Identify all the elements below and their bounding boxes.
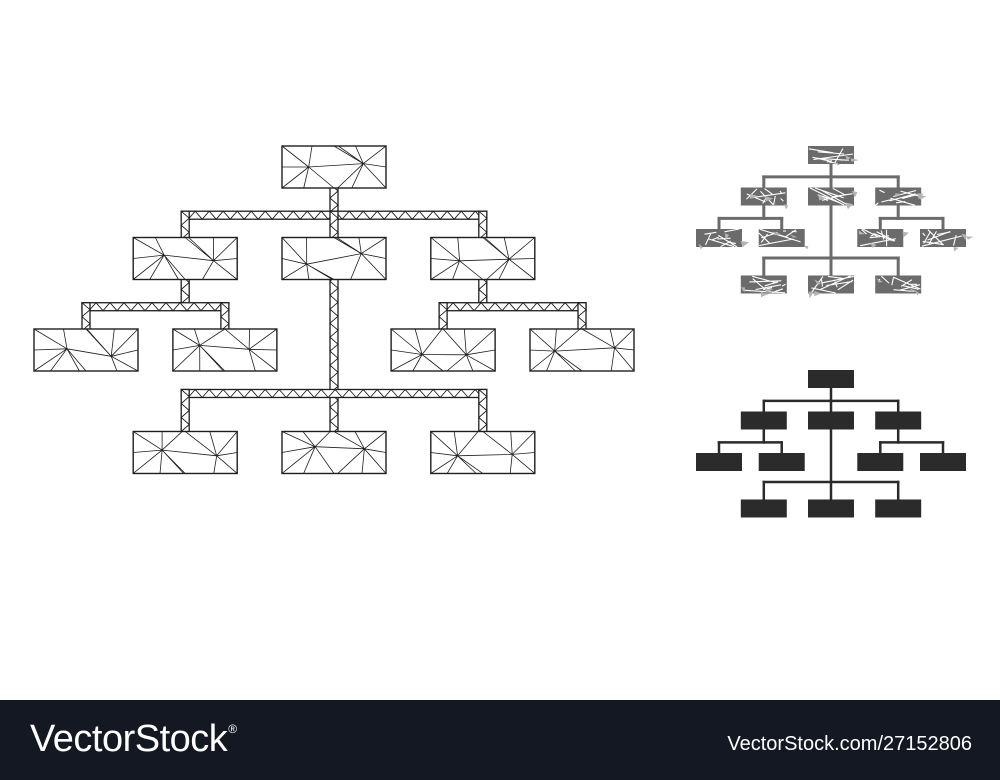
mosaic-shard (814, 279, 822, 286)
mosaic-shard (850, 158, 859, 162)
mosaic-crack (859, 228, 896, 247)
mesh-root-box (281, 145, 387, 189)
mosaic-crack (742, 275, 786, 294)
mesh-connector (180, 388, 190, 437)
solid-hierarchy-icon (696, 370, 966, 518)
mesh-level1-left-box (132, 236, 238, 281)
mosaic-crack (874, 189, 920, 206)
mosaic-crack (810, 275, 854, 294)
mosaic-shard (917, 193, 924, 200)
mosaic-shard (740, 240, 749, 248)
mosaic-shard (750, 193, 759, 199)
mosaic-shard (740, 287, 745, 293)
brand-logo: VectorStock® (30, 718, 237, 761)
mosaic-level2-a-box (696, 229, 742, 247)
mosaic-crack (878, 275, 921, 293)
illustration-canvas (33, 145, 974, 518)
mosaic-shard (870, 242, 877, 248)
mosaic-crack (808, 148, 854, 164)
mesh-connector (180, 388, 488, 399)
mosaic-shard (784, 204, 789, 210)
mesh-level2-b-box (172, 328, 278, 372)
mosaic-shard (961, 233, 967, 241)
mosaic-shard (698, 243, 703, 250)
mosaic-shard (764, 288, 774, 293)
solid-root-box (808, 370, 854, 388)
mosaic-shard (789, 234, 798, 238)
mesh-level2-c-box (390, 328, 496, 372)
mosaic-shard (845, 156, 851, 161)
mosaic-shard (760, 292, 770, 298)
brand-name: VectorStock (30, 718, 228, 760)
mosaic-shard (851, 190, 858, 198)
mosaic-shard (803, 245, 809, 250)
trademark-symbol: ® (228, 722, 237, 736)
mosaic-shard (773, 231, 782, 236)
mosaic-hierarchy-icon (696, 146, 974, 299)
mesh-connector (438, 302, 587, 312)
mosaic-shard (910, 288, 916, 292)
footer-bar: VectorStock® VectorStock.com/27152806 (0, 700, 1000, 780)
mesh-level3-left-box (132, 430, 238, 475)
mosaic-shard (814, 290, 822, 297)
mosaic-level2-c-box (857, 229, 904, 247)
mosaic-level2-b-box (758, 229, 805, 247)
solid-level1-right-box (875, 411, 922, 430)
mesh-connector (478, 388, 488, 437)
mosaic-shard (965, 236, 974, 240)
solid-level3-left-box (740, 499, 787, 518)
mosaic-level3-left-box (740, 275, 787, 294)
mosaic-shard (818, 194, 826, 201)
mosaic-shard (902, 231, 909, 238)
solid-level3-center-box (808, 499, 854, 518)
mesh-level2-a-box (33, 328, 139, 372)
solid-level3-right-box (875, 499, 922, 518)
solid-level2-c-box (857, 453, 904, 471)
mosaic-shard (834, 161, 841, 165)
mesh-level2-d-box (529, 328, 635, 372)
mosaic-level3-right-box (875, 275, 922, 294)
mosaic-shard (895, 193, 902, 198)
mosaic-crack (809, 187, 853, 206)
mosaic-shard (913, 289, 920, 296)
mosaic-shard (858, 230, 865, 235)
mosaic-shard (845, 202, 853, 210)
solid-level2-a-box (696, 453, 742, 471)
solid-level1-left-box (740, 411, 787, 430)
mesh-level3-right-box (430, 430, 536, 475)
mosaic-shard (808, 291, 814, 299)
image-id-label: VectorStock.com/27152806 (727, 733, 972, 755)
mesh-hierarchy-icon (33, 145, 635, 475)
mosaic-crack (704, 228, 740, 248)
mosaic-crack (758, 228, 801, 247)
mosaic-shard (953, 247, 959, 252)
solid-level2-d-box (920, 453, 966, 471)
mosaic-shard (764, 196, 774, 202)
solid-level1-center-box (808, 411, 854, 430)
mosaic-shard (876, 278, 883, 283)
mesh-level1-right-box (430, 236, 536, 281)
mesh-level1-center-box (281, 236, 387, 281)
solid-level2-b-box (758, 453, 805, 471)
mosaic-level1-center-box (808, 187, 854, 206)
mosaic-shard (724, 233, 729, 241)
mosaic-crack (921, 229, 963, 247)
mesh-connector (81, 302, 230, 312)
mesh-level3-center-box (281, 430, 387, 475)
